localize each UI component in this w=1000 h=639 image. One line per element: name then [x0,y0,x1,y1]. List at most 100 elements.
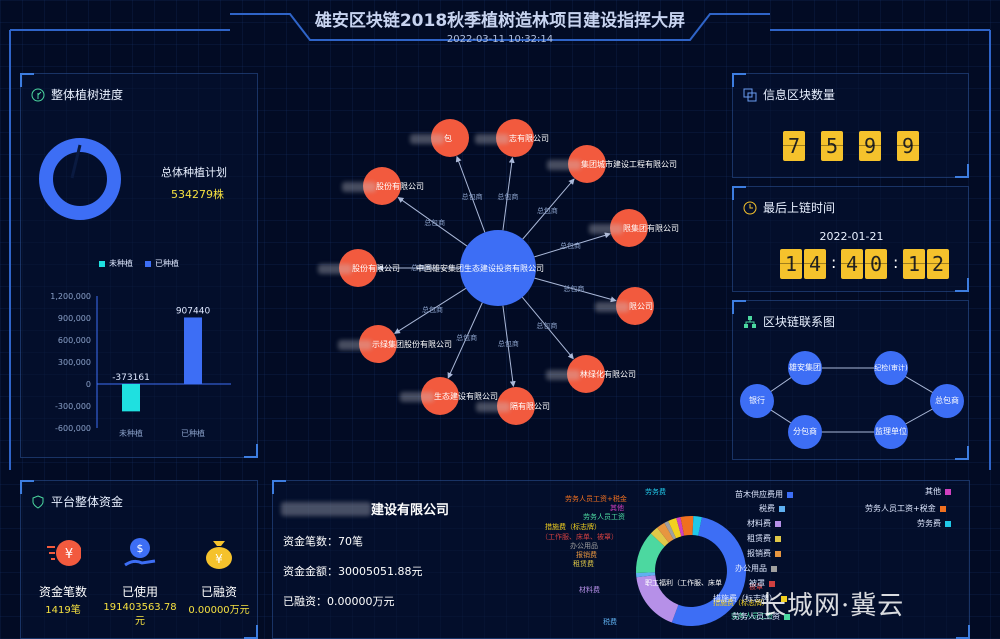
company-node-label[interactable]: 包 [410,133,452,144]
network-edge [521,296,574,360]
legend-unplanted: 未种植 [99,258,133,269]
company-node-label[interactable]: 林绿化有限公司 [546,369,636,380]
donut-slice-label: 劳务人员工资 [731,612,773,620]
legend-item[interactable]: 办公用品 [735,563,777,574]
legend-item[interactable]: 苗木供应费用 [735,489,793,500]
network-edge [397,196,468,247]
donut-slice [664,520,677,540]
legend-item[interactable]: 劳务人员工资 [732,611,790,622]
edge-label: 总包商 [563,284,585,293]
count-digit: 7 [783,131,805,161]
donut-slice-label: 劳务人员工资+税金 [565,495,627,503]
company-node [496,119,534,157]
edge-label: 总包商 [422,305,443,314]
company-node-label[interactable]: 股份有限公司 [318,263,400,274]
redacted-text [589,223,623,234]
company-node [610,209,648,247]
donut-slice-label: 税费 [603,618,617,626]
time-digit: 2 [927,249,949,279]
company-name: 建设有限公司 [281,499,449,518]
relation-node[interactable]: 分包商 [788,415,822,449]
time-digit: 1 [903,249,925,279]
panel-title: 信息区块数量 [763,88,836,102]
legend-item[interactable]: 措施费（标志牌） [713,593,787,604]
legend-swatch [775,550,781,557]
donut-slice-label: 报销费 [576,551,597,559]
time-digit: 1 [780,249,802,279]
company-node [497,387,535,425]
center-node-label[interactable]: 中国雄安集团生态建设投资有限公司 [416,264,544,273]
network-edge [522,178,575,240]
donut-slice-label: 被罩 [749,583,763,591]
legend-item[interactable]: 材料费 [747,518,781,529]
donut-slice [636,575,679,623]
company-node-label[interactable]: 集团城市建设工程有限公司 [547,159,677,170]
count-digit: 9 [897,131,919,161]
y-tick-label: 900,000 [58,314,91,323]
company-node-label[interactable]: 股份有限公司 [342,181,424,192]
bar-value-label: -373161 [112,373,150,383]
network-edge [394,287,467,334]
network-edge [502,305,516,388]
legend-item[interactable]: 租赁费 [747,533,781,544]
donut-legend: 苗木供应费用税费材料费租赁费报销费办公用品被罩措施费（标志牌）劳务人员工资其他劳… [273,481,971,639]
time-digit: 0 [865,249,887,279]
relation-node[interactable]: 总包商 [930,384,964,418]
edge-label: 总包商 [536,322,558,331]
legend-item[interactable]: 报销费 [747,548,781,559]
y-tick-label: 1,200,000 [50,292,91,301]
company-node-label[interactable]: 志有限公司 [475,133,549,144]
company-node [359,325,397,363]
company-node-label[interactable]: 生态建设有限公司 [400,391,498,402]
company-node-label[interactable]: 限公司 [595,301,653,312]
redacted-text [546,369,580,380]
panel-title: 平台整体资金 [51,495,124,509]
legend-swatch [771,565,777,572]
legend-swatch [784,613,790,620]
watermark: 长城网·冀云 [760,591,905,621]
bar [122,384,140,412]
legend-swatch [779,505,785,512]
fund-value: 191403563.78元 [103,602,177,627]
company-financed: 已融资：0.00000万元 [283,595,395,608]
y-tick-label: 300,000 [58,358,91,367]
donut-slice-label: 材料费 [579,586,600,594]
company-node-label[interactable]: 限集团有限公司 [589,223,679,234]
relation-node[interactable]: 监理单位 [874,415,908,449]
expense-donut-chart [636,516,746,626]
legend-item[interactable]: 劳务费 [917,518,951,529]
legend-swatch [945,520,951,527]
donut-slice-label: （工作服、床单、被罩） [541,533,618,541]
legend-item[interactable]: 劳务人员工资+税金 [865,503,946,514]
relation-panel: 区块链联系图 银行 雄安集团 纪检(审计) 总包商 监理单位 分包商 [732,300,969,460]
donut-slice [636,533,665,573]
relation-node[interactable]: 银行 [740,384,774,418]
company-node [421,377,459,415]
timestamp: 2022-03-11 10:32:14 [446,34,554,45]
legend-item[interactable]: 被罩 [749,578,775,589]
donut-slice-label: 措施费（标志牌） [713,599,769,607]
relation-node[interactable]: 纪检(审计) [874,351,908,385]
company-node-label[interactable]: 示绿集团股份有限公司 [338,339,452,350]
edge-label: 总包商 [497,192,519,201]
legend-item[interactable]: 税费 [759,503,785,514]
company-node [339,249,377,287]
y-tick-label: -300,000 [55,402,91,411]
fund-label: 资金笔数 [38,585,87,599]
company-node-label[interactable]: 隔有限公司 [476,401,550,412]
donut-slice [668,518,682,539]
progress-ring [39,138,121,220]
redacted-text [342,181,376,192]
y-tick-label: 600,000 [58,336,91,345]
network-edge [447,302,483,379]
donut-slice-label: 租赁费 [573,560,594,568]
time-digit: 4 [841,249,863,279]
header-bar: 雄安区块链2018秋季植树造林项目建设指挥大屏 2022-03-11 10:32… [230,0,770,48]
company-node [567,355,605,393]
bar-value-label: 907440 [176,306,211,316]
redacted-text [338,339,372,350]
legend-item[interactable]: 其他 [925,486,951,497]
relation-node[interactable]: 雄安集团 [788,351,822,385]
hierarchy-icon [744,315,756,328]
legend-swatch [775,520,781,527]
